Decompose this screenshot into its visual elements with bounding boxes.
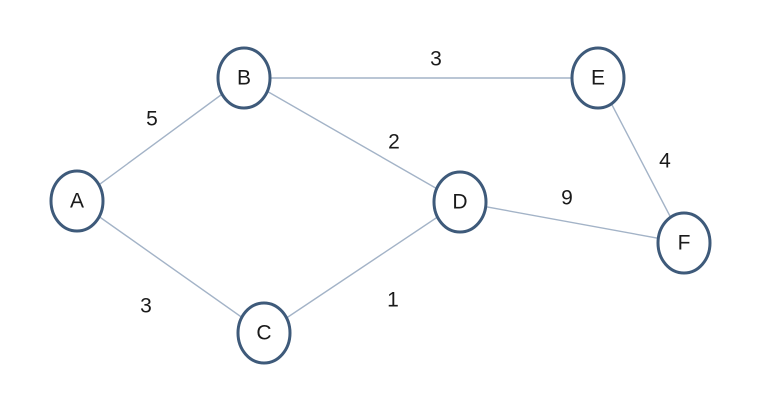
edge-weight-C-D: 1 [387, 289, 399, 312]
edge-weight-D-F: 9 [561, 187, 573, 210]
edge-weight-A-C: 3 [140, 295, 152, 318]
node-E [570, 46, 626, 110]
node-C [236, 301, 292, 365]
node-F [656, 211, 712, 275]
node-label-C: C [256, 322, 271, 345]
edge-D-F [459, 201, 685, 244]
edge-weight-B-E: 3 [430, 48, 442, 71]
node-label-E: E [591, 67, 605, 90]
edge-weight-E-F: 4 [659, 150, 671, 173]
edge-C-D [263, 201, 461, 334]
edge-A-C [76, 200, 265, 334]
edge-weight-B-D: 2 [388, 131, 400, 154]
node-B [216, 46, 272, 110]
edge-E-F [597, 77, 685, 244]
node-D [432, 170, 488, 234]
node-A [49, 169, 105, 233]
edge-B-D [243, 77, 461, 203]
node-label-F: F [678, 232, 691, 255]
edge-A-B [76, 77, 245, 202]
node-label-A: A [70, 190, 84, 213]
node-label-D: D [452, 191, 467, 214]
node-label-B: B [237, 67, 251, 90]
edge-weight-A-B: 5 [146, 108, 158, 131]
